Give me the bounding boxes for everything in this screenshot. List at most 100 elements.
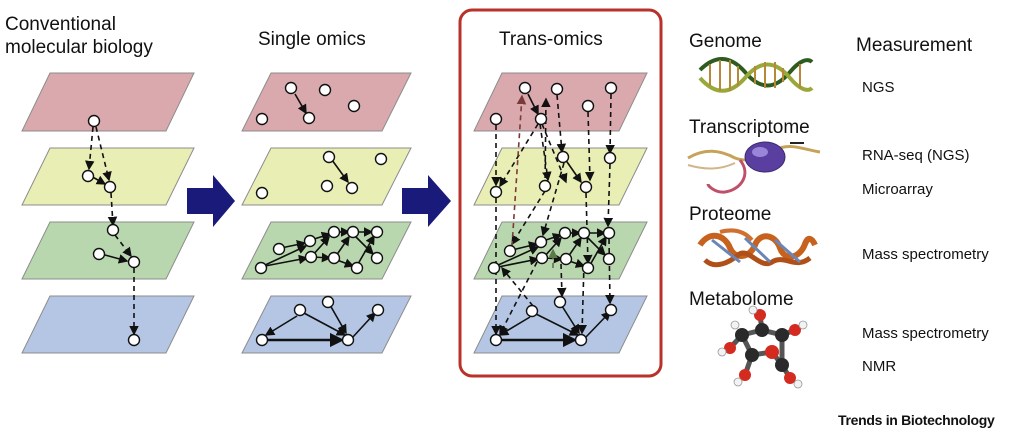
genome-layer-single (241, 72, 412, 132)
node (538, 179, 552, 193)
transcriptome-layer-conventional (21, 147, 195, 206)
conventional-title-line2: molecular biology (5, 37, 153, 58)
node (293, 303, 307, 317)
node (303, 234, 317, 248)
metabolome-layer-trans (473, 295, 648, 354)
node (346, 225, 360, 239)
metabolite-molecule-icon (717, 305, 808, 389)
transcription-icon (687, 141, 821, 194)
edge (541, 123, 568, 184)
node (272, 242, 286, 256)
node (558, 226, 572, 240)
node (559, 252, 573, 266)
node (525, 304, 539, 318)
node (370, 225, 384, 239)
edge (540, 162, 565, 237)
node (345, 181, 359, 195)
edge (501, 266, 534, 307)
arrow-right-icon (187, 175, 235, 227)
node (581, 261, 595, 275)
edge (511, 241, 539, 251)
node (371, 303, 385, 317)
edge (582, 192, 593, 265)
edge (331, 159, 349, 184)
node (535, 251, 549, 265)
protein-icon (697, 228, 818, 268)
edge (539, 123, 552, 182)
edge (605, 93, 615, 155)
edge (586, 236, 607, 257)
node (487, 261, 501, 275)
proteome-layer-conventional (21, 221, 195, 280)
trans-omics-title: Trans-omics (499, 29, 603, 50)
node (370, 251, 384, 265)
measurement-mass-spec-metabolome: Mass spectrometry (862, 325, 989, 342)
trans-omics-panel (473, 72, 648, 354)
node (87, 114, 101, 128)
edge (104, 254, 129, 264)
node (127, 333, 141, 347)
edge (95, 126, 112, 182)
single-omics-panel (241, 72, 412, 354)
edge (351, 311, 376, 339)
measurement-microarray: Microarray (862, 181, 933, 198)
edge (495, 245, 540, 267)
edge (527, 93, 539, 116)
edge (567, 236, 582, 258)
edge (336, 258, 355, 268)
edge (564, 158, 582, 184)
edge (584, 310, 611, 339)
node (255, 112, 269, 126)
node (304, 250, 318, 264)
node (577, 226, 591, 240)
node (350, 261, 364, 275)
edge (561, 305, 580, 335)
genome-label: Genome (689, 31, 762, 52)
node (489, 185, 503, 199)
edge (497, 255, 540, 268)
transcriptome-label: Transcriptome (689, 117, 810, 138)
edge (556, 94, 567, 154)
single-omics-title: Single omics (258, 29, 366, 50)
dna-helix-icon (698, 57, 814, 93)
conventional-panel (21, 72, 195, 354)
measurement-mass-spec-proteome: Mass spectrometry (862, 246, 989, 263)
node (518, 81, 532, 95)
edge (577, 263, 588, 335)
edge (264, 254, 309, 267)
node (284, 81, 298, 95)
node (581, 99, 595, 113)
node (327, 225, 341, 239)
node (374, 152, 388, 166)
edge (357, 234, 375, 265)
node (81, 169, 95, 183)
node (318, 83, 332, 97)
edge (511, 190, 546, 246)
conventional-title-line1: Conventional (5, 14, 116, 35)
node (603, 151, 617, 165)
node (556, 150, 570, 164)
node (579, 180, 593, 194)
transcriptome-layer-single (241, 147, 412, 206)
node (574, 333, 588, 347)
edge (603, 163, 614, 228)
edge (499, 123, 539, 188)
edge (280, 239, 307, 250)
edge (329, 304, 347, 335)
edge (114, 234, 132, 258)
edge (354, 235, 375, 256)
edge (584, 111, 595, 182)
node (321, 295, 335, 309)
edge (335, 235, 350, 257)
edge (264, 315, 298, 336)
node (489, 333, 503, 347)
proteome-layer-single (241, 221, 412, 280)
node (322, 150, 336, 164)
node (320, 179, 334, 193)
edge (541, 97, 551, 188)
node (553, 295, 567, 309)
node (341, 333, 355, 347)
edge (294, 93, 307, 115)
edge (605, 238, 615, 305)
trans-omics-frame (458, 8, 663, 378)
